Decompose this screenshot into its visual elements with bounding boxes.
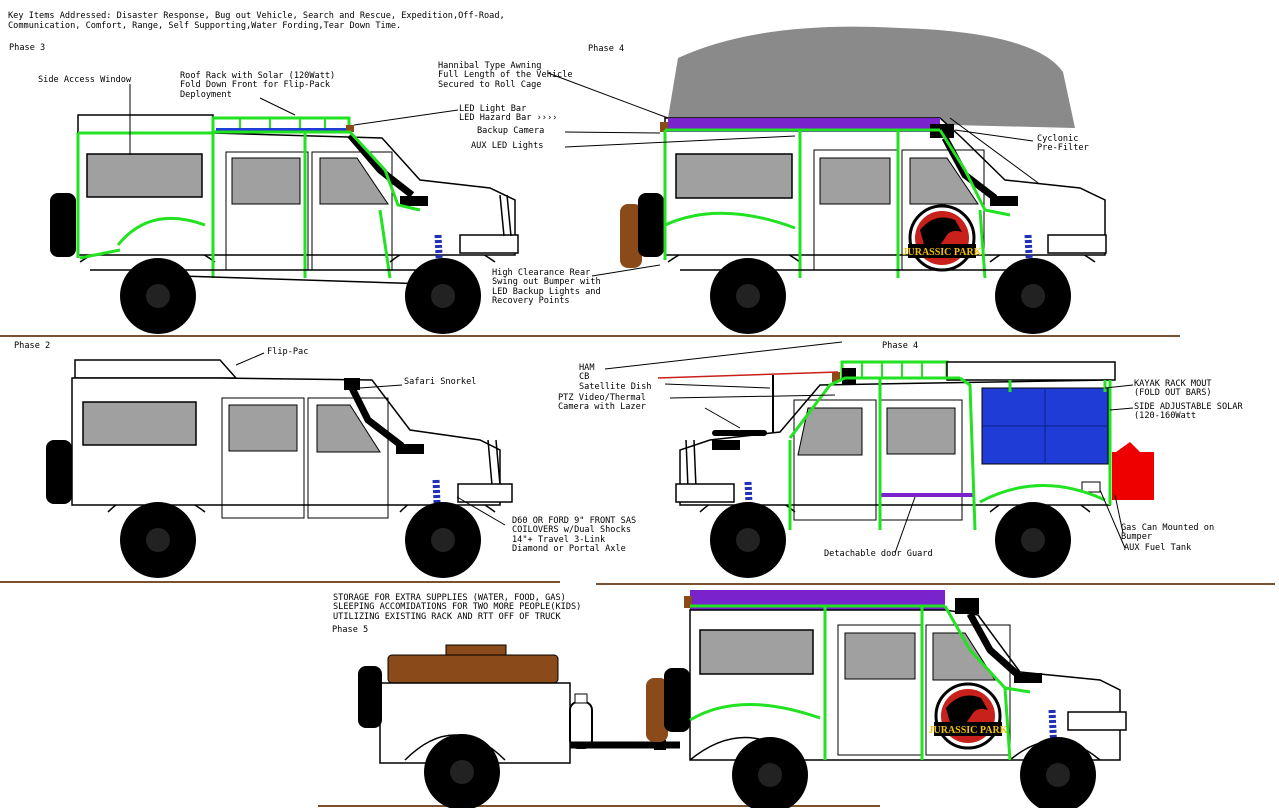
rear-bumper-label: High Clearance Rear Swing out Bumper wit…	[492, 268, 601, 307]
phase4-expedition-truck	[675, 360, 1154, 578]
cyclonic-prefilter-label: Cyclonic Pre-Filter	[1037, 134, 1089, 154]
aux-fuel-tank-label: AUX Fuel Tank	[1124, 543, 1192, 553]
side-solar-label: SIDE ADJUSTABLE SOLAR (120-160Watt	[1134, 402, 1243, 422]
ham-cb-satellite-label: HAM CB Satellite Dish	[579, 363, 652, 392]
ptz-camera-label: PTZ Video/Thermal Camera with Lazer	[558, 393, 646, 413]
safari-snorkel-label: Safari Snorkel	[404, 377, 477, 387]
phase5-label: Phase 5	[332, 625, 369, 635]
front-axle-label: D60 OR FORD 9" FRONT SAS COILOVERS w/Dua…	[512, 516, 637, 555]
phase5-truck: JURASSIC PARK	[646, 590, 1127, 812]
phase3-truck	[50, 114, 519, 334]
logo-text-phase5: JURASSIC PARK	[929, 725, 1008, 736]
gas-can-label: Gas Can Mounted on Bumper	[1121, 523, 1215, 543]
key-items-line2: Communication, Comfort, Range, Self Supp…	[8, 21, 402, 31]
backup-camera-label: Backup Camera	[477, 126, 545, 136]
jurassic-park-logo: JURASSIC PARK	[903, 204, 982, 272]
storage-note-label: STORAGE FOR EXTRA SUPPLIES (WATER, FOOD,…	[333, 593, 582, 622]
led-light-bar-label: LED Light Bar LED Hazard Bar ››››	[459, 104, 558, 124]
phase4-mid-label: Phase 4	[882, 341, 919, 351]
phase4-awning-truck: JURASSIC PARK	[620, 26, 1107, 334]
logo-text: JURASSIC PARK	[903, 247, 982, 258]
phase4-top-label: Phase 4	[588, 44, 625, 54]
hannibal-awning-label: Hannibal Type Awning Full Length of the …	[438, 61, 573, 90]
roof-rack-solar-label: Roof Rack with Solar (120Watt) Fold Down…	[180, 71, 336, 100]
ptz-leader-line	[657, 371, 839, 379]
phase2-label: Phase 2	[14, 341, 51, 351]
phase2-truck	[46, 359, 513, 578]
leader-lines	[129, 72, 1134, 554]
kayak-rack-label: KAYAK RACK MOUT (FOLD OUT BARS)	[1134, 379, 1212, 399]
phase5-trailer	[358, 644, 680, 810]
door-guard-label: Detachable door Guard	[824, 549, 933, 559]
aux-led-lights-label: AUX LED Lights	[471, 141, 544, 151]
phase3-label: Phase 3	[9, 43, 46, 53]
side-access-window-label: Side Access Window	[38, 75, 132, 85]
flip-pac-label: Flip-Pac	[267, 347, 309, 357]
key-items-line1: Key Items Addressed: Disaster Response, …	[8, 11, 505, 21]
